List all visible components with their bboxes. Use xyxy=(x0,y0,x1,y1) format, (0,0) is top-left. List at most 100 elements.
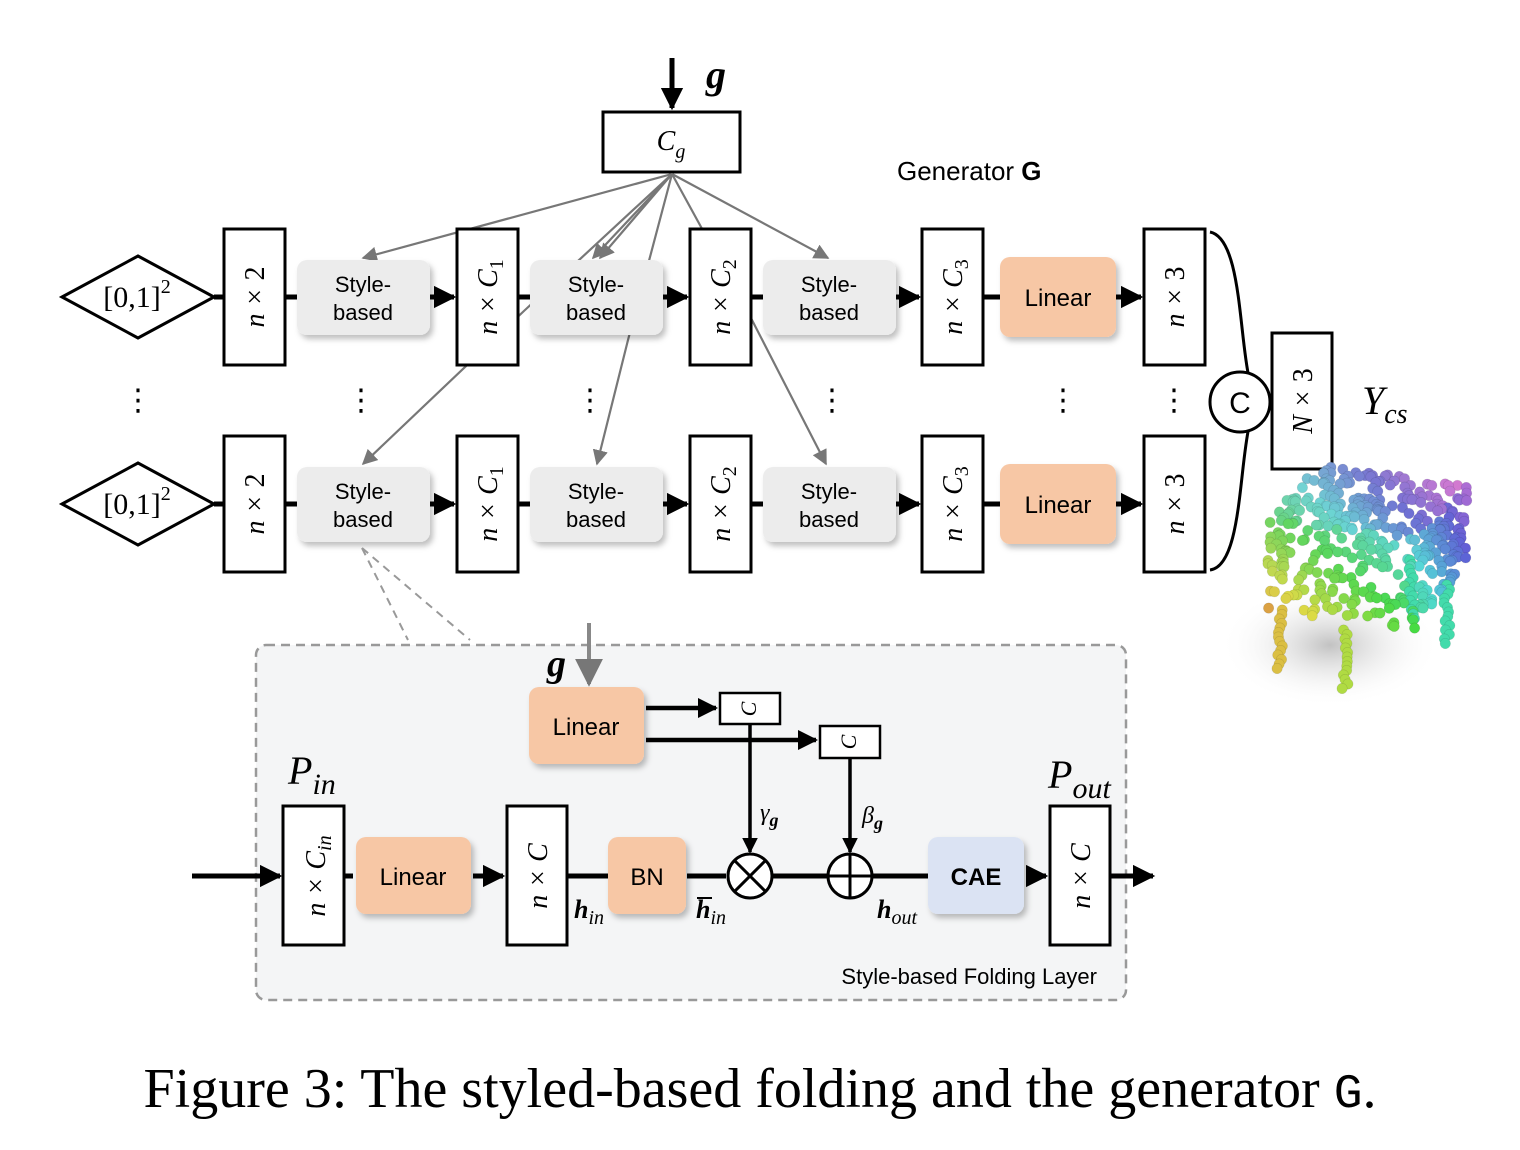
svg-text:Linear: Linear xyxy=(1025,492,1092,519)
unit-square-input: [0,1]2 xyxy=(58,461,218,547)
h-out-label: hout xyxy=(877,895,917,929)
svg-text:n × C3: n × C3 xyxy=(938,259,973,335)
style-based-block: Style-based xyxy=(763,467,896,542)
svg-text:N × 3: N × 3 xyxy=(1288,368,1319,435)
svg-text:n × 2: n × 2 xyxy=(240,267,271,328)
svg-text:n × 3: n × 3 xyxy=(1160,267,1191,328)
svg-text:n × Cin: n × Cin xyxy=(301,835,336,916)
figure-caption: Figure 3: The styled-based folding and t… xyxy=(143,1058,1376,1122)
cg-box: Cg xyxy=(601,110,742,174)
svg-text:[0,1]2: [0,1]2 xyxy=(103,276,170,314)
svg-text:n × C1: n × C1 xyxy=(473,466,508,542)
point-cloud-chair xyxy=(1220,461,1473,707)
svg-text:Style-: Style- xyxy=(801,272,857,297)
output-box: N × 3 xyxy=(1270,331,1334,471)
linear-block: Linear xyxy=(1000,464,1116,544)
svg-text:n × C: n × C xyxy=(523,843,554,909)
svg-text:n × C3: n × C3 xyxy=(938,466,973,542)
svg-text:CAE: CAE xyxy=(951,864,1002,891)
cg-label: C xyxy=(657,126,676,157)
inset-label: Style-based Folding Layer xyxy=(841,964,1097,989)
add-node xyxy=(826,852,874,900)
gamma-label: γg xyxy=(760,800,778,830)
ellipsis: ⋮ xyxy=(1159,384,1189,417)
beta-label: βg xyxy=(861,803,883,833)
svg-text:C: C xyxy=(836,734,861,749)
dimension-box: n × C2 xyxy=(688,434,753,574)
svg-text:Linear: Linear xyxy=(1025,285,1092,312)
svg-text:Linear: Linear xyxy=(553,714,620,741)
svg-text:based: based xyxy=(799,507,859,532)
svg-text:Style-: Style- xyxy=(568,272,624,297)
generator-row-2: [0,1]2 n × 2 n × C1 n × C2 n × C3 n × 3 Style-… xyxy=(58,434,1207,574)
inset-panel xyxy=(254,643,1128,1002)
inset-c-box-beta: C xyxy=(818,724,882,760)
row-ellipses: ⋮ ⋮ ⋮ ⋮ ⋮ ⋮ xyxy=(123,384,1189,417)
dimension-box: n × 3 xyxy=(1142,227,1207,367)
dimension-box: n × 2 xyxy=(222,434,287,574)
svg-text:n × C1: n × C1 xyxy=(473,259,508,335)
input-domain: [0,1] xyxy=(103,488,160,521)
dimension-box: n × 3 xyxy=(1142,434,1207,574)
svg-text:n × C: n × C xyxy=(1066,843,1097,909)
svg-text:n × 3: n × 3 xyxy=(1160,474,1191,535)
g-symbol: g xyxy=(705,52,726,97)
inset-cae: CAE xyxy=(928,837,1024,914)
svg-text:n × 2: n × 2 xyxy=(240,474,271,535)
inset-bn: BN xyxy=(608,837,686,914)
ellipsis: ⋮ xyxy=(123,384,153,417)
generator-label: Generator G xyxy=(897,156,1042,186)
ellipsis: ⋮ xyxy=(817,384,847,417)
svg-text:based: based xyxy=(566,507,626,532)
svg-text:n × C2: n × C2 xyxy=(706,466,741,542)
multiply-node xyxy=(726,852,774,900)
input-domain-power: 2 xyxy=(161,483,171,505)
linear-block: Linear xyxy=(1000,257,1116,337)
svg-text:based: based xyxy=(799,300,859,325)
style-based-block: Style-based xyxy=(763,260,896,335)
dimension-box: n × C3 xyxy=(920,227,985,367)
dimension-box: n × C2 xyxy=(688,227,753,367)
svg-text:Style-: Style- xyxy=(801,479,857,504)
ellipsis: ⋮ xyxy=(1048,384,1078,417)
inset-linear-main: Linear xyxy=(356,837,471,914)
svg-text:Style-: Style- xyxy=(568,479,624,504)
style-based-block: Style-based xyxy=(297,260,430,335)
inset-linear-top: Linear xyxy=(529,687,644,764)
inset-dim-in: n × Cin xyxy=(281,804,346,947)
dimension-box: n × C1 xyxy=(455,227,520,367)
p-out-label: Pout xyxy=(1047,752,1111,805)
unit-square-input: [0,1]2 xyxy=(58,254,218,340)
svg-text:hin: hin xyxy=(696,895,726,929)
input-domain-power: 2 xyxy=(161,276,171,298)
svg-text:C: C xyxy=(1229,387,1251,420)
dimension-box: n × C3 xyxy=(920,434,985,574)
generator-row-1: [0,1]2 n × 2 n × C1 n × C2 n × C3 n × 3 Style-… xyxy=(58,227,1207,367)
style-based-block: Style-based xyxy=(297,467,430,542)
svg-text:Cg: Cg xyxy=(657,126,686,163)
input-domain: [0,1] xyxy=(103,281,160,314)
inset-dim-mid: n × C xyxy=(505,804,569,947)
dimension-box: n × C1 xyxy=(455,434,520,574)
concat-node: C xyxy=(1208,370,1272,434)
svg-text:based: based xyxy=(566,300,626,325)
cg-sub: g xyxy=(675,141,685,163)
inset-c-box-gamma: C xyxy=(718,691,782,726)
style-based-block: Style-based xyxy=(530,260,663,335)
svg-text:[0,1]2: [0,1]2 xyxy=(103,483,170,521)
inset-g-symbol: g xyxy=(546,643,566,685)
svg-text:Style-: Style- xyxy=(335,479,391,504)
p-in-label: Pin xyxy=(287,748,336,801)
svg-text:BN: BN xyxy=(630,864,663,891)
svg-text:C: C xyxy=(736,701,761,716)
h-in-label: hin xyxy=(574,895,604,929)
ellipsis: ⋮ xyxy=(346,384,376,417)
svg-text:Style-: Style- xyxy=(335,272,391,297)
inset-dim-out: n × C xyxy=(1048,804,1112,947)
output-symbol: Ycs xyxy=(1362,378,1408,430)
style-based-block: Style-based xyxy=(530,467,663,542)
ellipsis: ⋮ xyxy=(575,384,605,417)
svg-text:n × C2: n × C2 xyxy=(706,259,741,335)
h-bar-in-label: hin xyxy=(696,895,726,929)
svg-text:based: based xyxy=(333,507,393,532)
